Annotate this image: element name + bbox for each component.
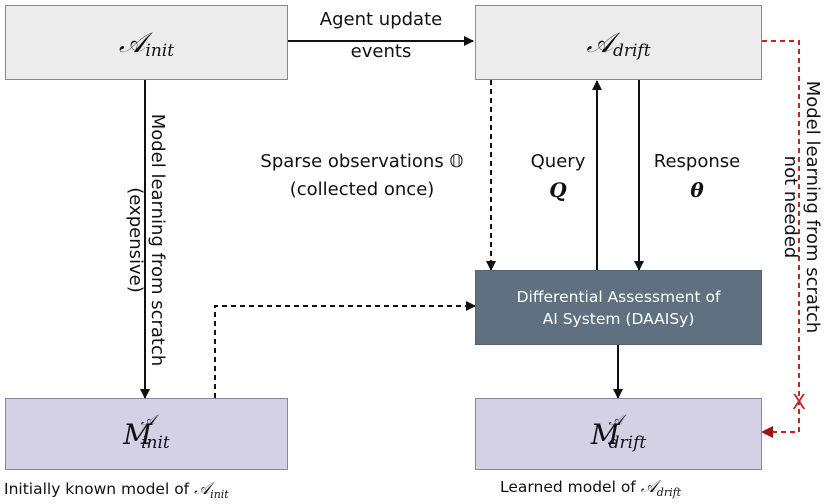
sparse-observations-label: Sparse observations 𝕆 (collected once) <box>236 150 488 202</box>
model-drift-symbol: M <box>590 417 620 451</box>
response-label: Response θ <box>641 150 753 202</box>
caption-init-sub: init <box>210 488 229 501</box>
model-init-symbol: M <box>123 417 152 451</box>
daaisy-line2: AI System (DAAISy) <box>542 309 695 328</box>
agent-drift-sub: drift <box>612 40 651 61</box>
model-init-sup: 𝒜 <box>140 411 156 429</box>
agent-drift-symbol: 𝒜 <box>586 25 613 59</box>
caption-init-symbol: 𝒜 <box>194 479 211 499</box>
not-needed-dashed-path <box>761 40 800 438</box>
model-learning-label: Model learning from scratch (expensive) <box>122 90 168 390</box>
agent-update-line2: events <box>350 41 412 62</box>
caption-drift-prefix: Learned model of <box>500 478 641 496</box>
model-drift-sub: drift <box>608 433 647 453</box>
caption-drift: Learned model of 𝒜drift <box>500 477 682 499</box>
not-needed-line1: Model learning from scratch <box>802 80 823 334</box>
sparse-observations-line2: (collected once) <box>289 179 435 200</box>
sparse-observations-line1: Sparse observations 𝕆 <box>260 151 464 172</box>
response-line1: Response <box>653 151 741 172</box>
query-label: Query Q <box>520 150 596 202</box>
model-drift-sup: 𝒜 <box>608 411 623 429</box>
caption-init-prefix: Initially known model of <box>4 480 195 498</box>
m-init-to-daaisy-arrow <box>214 301 476 398</box>
response-symbol: θ <box>690 178 704 202</box>
not-needed-label: Model learning from scratch not needed <box>777 57 823 357</box>
agent-init-symbol: 𝒜 <box>118 25 146 59</box>
caption-drift-symbol: 𝒜 <box>640 477 657 497</box>
daaisy-line1: Differential Assessment of <box>516 287 721 306</box>
agent-update-line1: Agent update <box>319 9 443 30</box>
model-init-sub: init <box>141 433 170 453</box>
query-line1: Query <box>530 151 586 172</box>
cross-mark: X <box>792 390 806 414</box>
model-learning-line2: (expensive) <box>125 187 146 293</box>
not-needed-line2: not needed <box>780 155 801 259</box>
agent-update-label: Agent update events <box>290 8 472 64</box>
model-learning-line1: Model learning from scratch <box>147 113 168 367</box>
caption-init: Initially known model of 𝒜init <box>4 479 229 501</box>
query-symbol: Q <box>549 178 567 202</box>
caption-drift-sub: drift <box>656 486 682 499</box>
daaisy-box: Differential Assessment of AI System (DA… <box>475 270 762 345</box>
agent-init-sub: init <box>145 40 175 61</box>
